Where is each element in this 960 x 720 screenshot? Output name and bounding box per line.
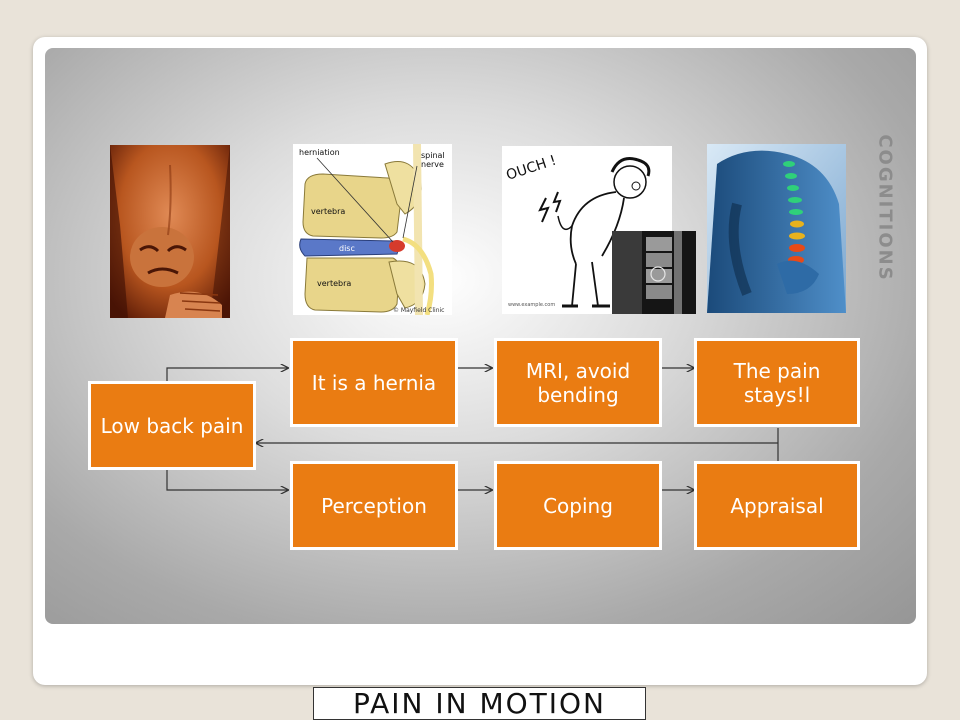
logo-text: PAIN IN MOTION — [353, 686, 606, 720]
ouch-cartoon: OUCH ! www.example.com — [502, 146, 672, 314]
pain-in-motion-logo: PAIN IN MOTION — [313, 687, 646, 720]
node-hernia-belief: It is a hernia — [290, 338, 458, 427]
slide-title-cognitions: COGNITIONS — [855, 120, 915, 296]
node-perception: Perception — [290, 461, 458, 550]
svg-text:vertebra: vertebra — [311, 207, 345, 216]
node-low-back-pain: Low back pain — [88, 381, 256, 470]
svg-text:© Mayfield Clinic: © Mayfield Clinic — [393, 307, 444, 314]
node-mri-avoid-bending: MRI, avoid bending — [494, 338, 662, 427]
mri-scan-inset — [612, 231, 696, 314]
svg-text:vertebra: vertebra — [317, 279, 351, 288]
slide-title-text: COGNITIONS — [874, 134, 896, 282]
svg-text:herniation: herniation — [299, 148, 340, 157]
svg-text:disc: disc — [339, 244, 355, 253]
node-coping: Coping — [494, 461, 662, 550]
node-appraisal: Appraisal — [694, 461, 860, 550]
back-pain-man-photo — [110, 145, 230, 318]
svg-text:www.example.com: www.example.com — [508, 302, 555, 308]
glowing-spine-render — [707, 144, 846, 313]
herniated-disc-illustration: herniation spinal nerve vertebra disc ve… — [293, 144, 452, 315]
svg-text:nerve: nerve — [421, 160, 444, 169]
svg-text:spinal: spinal — [421, 151, 445, 160]
node-pain-stays: The pain stays!l — [694, 338, 860, 427]
